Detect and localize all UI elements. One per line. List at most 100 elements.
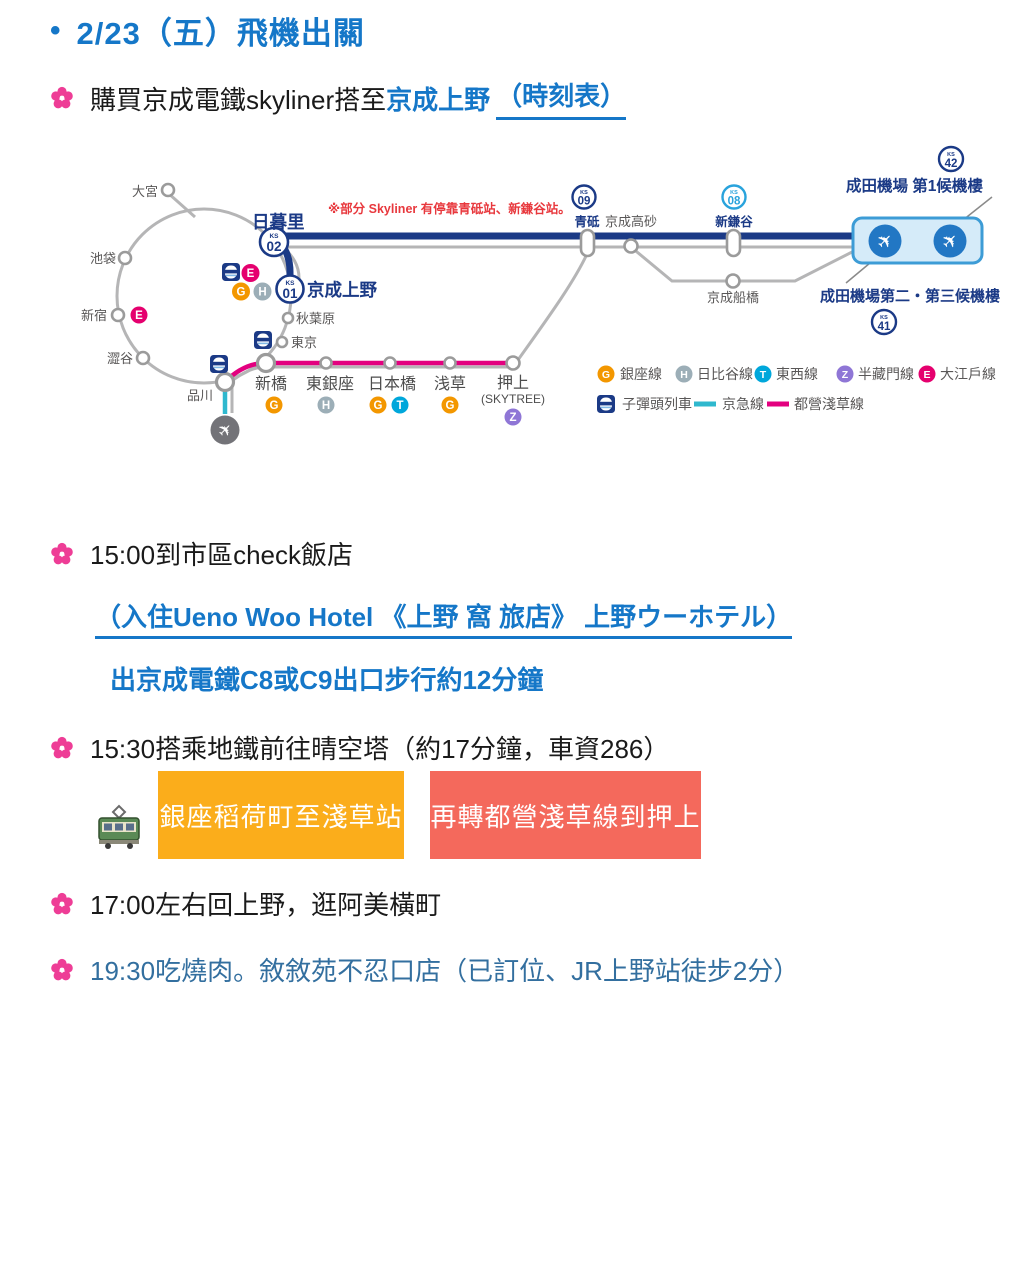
legend-label-keikyu: 京急線 [722, 396, 764, 412]
hotel-row: （入住Ueno Woo Hotel 《上野 窩 旅店》 上野ウーホテル） [95, 597, 793, 639]
station-aoto-marker [579, 228, 596, 258]
exit-note-text: 出京成電鐵C8或C9出口步行約12分鐘 [110, 665, 544, 695]
legend-oedo-badge: E [918, 365, 936, 383]
legend-hanzomon-badge: Z [836, 365, 854, 383]
station-oshiage-marker [505, 355, 521, 371]
station-label-narita-t1: 成田機場 第1候機樓 [846, 176, 983, 195]
svg-text:KS: KS [730, 190, 738, 196]
legend-label-hibiya: 日比谷線 [697, 366, 753, 382]
station-label-shinagawa: 品川 [187, 388, 213, 403]
station-label-oshiage: 押上 [497, 374, 529, 392]
ameyoko-text: 17:00左右回上野，逛阿美橫町 [90, 890, 442, 920]
ks02-badge: KS 02 [258, 226, 290, 258]
legend-tozai-badge: T [754, 365, 772, 383]
itinerary-item-ameyoko: 17:00左右回上野，逛阿美橫町 [50, 885, 441, 922]
svg-text:H: H [322, 400, 330, 412]
map-legend: G H T Z E 銀座線 日比谷線 東西線 半藏門線 大江戶線 子彈頭列車 京… [597, 365, 996, 413]
station-label-ikebukuro: 池袋 [90, 251, 116, 266]
svg-text:G: G [270, 400, 279, 412]
svg-text:KS: KS [880, 315, 888, 321]
svg-text:KS: KS [580, 190, 588, 196]
svg-text:KS: KS [285, 280, 295, 287]
transfer-step-1-box: 銀座稻荷町至淺草站 [158, 771, 404, 859]
narita-plane-icon: ✈ [868, 224, 902, 258]
legend-label-hanzomon: 半藏門線 [858, 366, 914, 382]
flower-bullet-icon [51, 542, 73, 564]
legend-label-tozai: 東西線 [776, 366, 818, 382]
station-shinagawa-marker [214, 371, 236, 393]
route-map: ✈ ✈ ✈ E G H E G H G [81, 145, 1000, 445]
svg-text:G: G [374, 400, 383, 412]
skytree-text: 15:30搭乘地鐵前往晴空塔（約17分鐘，車資286） [90, 734, 670, 764]
station-label-asakusa: 浅草 [434, 375, 466, 393]
timetable-link[interactable]: （時刻表） [496, 76, 627, 120]
oedo-line-badge: E [241, 264, 260, 282]
svg-text:G: G [237, 287, 246, 299]
station-label-akihabara: 秋葉原 [296, 311, 335, 326]
oedo-line-badge: E [130, 306, 148, 324]
station-label-shin-kamagaya: 新鎌谷 [715, 214, 753, 229]
skyliner-line [271, 232, 856, 285]
svg-text:T: T [760, 369, 767, 381]
dinner-text: 19:30吃燒肉。敘敘苑不忍口店（已訂位、JR上野站徒步2分） [90, 956, 800, 986]
svg-text:09: 09 [578, 196, 591, 208]
station-asakusa-marker [443, 356, 457, 370]
legend-shinkansen-icon [597, 395, 615, 413]
station-label-tokyo: 東京 [291, 335, 317, 350]
exit-note-row: 出京成電鐵C8或C9出口步行約12分鐘 [110, 660, 543, 697]
station-shinjuku-marker [110, 307, 126, 323]
hibiya-line-badge: H [253, 282, 272, 301]
skyliner-stop-note: ※部分 Skyliner 有停靠青砥站、新鎌谷站。 [328, 201, 571, 216]
narita-plane-icon: ✈ [933, 224, 967, 258]
itinerary-item-dinner: 19:30吃燒肉。敘敘苑不忍口店（已訂位、JR上野站徒步2分） [50, 951, 799, 988]
svg-text:42: 42 [945, 158, 958, 170]
ginza-line-badge: G [265, 396, 283, 414]
hotel-link[interactable]: （入住Ueno Woo Hotel 《上野 窩 旅店》 上野ウーホテル） [95, 602, 793, 639]
station-label-shimbashi: 新橋 [255, 375, 287, 393]
ks42-badge: KS 42 [937, 145, 965, 173]
keisei-ueno-link[interactable]: 京成上野 [386, 84, 491, 115]
station-label-skytree: (SKYTREE) [481, 392, 545, 406]
buy-skyliner-text: 購買京成電鐵skyliner搭至 [90, 84, 387, 115]
ginza-line-badge: G [232, 282, 250, 301]
svg-text:E: E [247, 268, 255, 280]
station-label-shibuya: 澀谷 [107, 351, 133, 366]
station-label-nippori: 日暮里 [252, 212, 305, 232]
svg-text:G: G [602, 369, 610, 381]
station-ikebukuro-marker [117, 250, 133, 266]
legend-label-toei-asakusa: 都營淺草線 [794, 396, 864, 412]
hibiya-line-badge: H [317, 396, 335, 414]
ks41-badge: KS 41 [870, 308, 898, 336]
tram-icon [98, 804, 140, 849]
station-label-funabashi: 京成船橋 [707, 290, 759, 305]
page-title: 2/23（五）飛機出關 [76, 16, 365, 51]
itinerary-item-buy-skyliner: 購買京成電鐵skyliner搭至 京成上野 （時刻表） [50, 76, 627, 120]
station-higashi-ginza-marker [319, 356, 333, 370]
station-shibuya-marker [135, 350, 151, 366]
transfer-step-2-text: 再轉都營淺草線到押上 [430, 801, 701, 832]
svg-text:H: H [680, 369, 688, 381]
station-omiya-marker [160, 182, 176, 198]
itinerary-item-checkin: 15:00到市區check飯店 [50, 535, 353, 572]
shinkansen-icon [222, 263, 240, 281]
legend-hibiya-badge: H [675, 365, 693, 383]
legend-ginza-badge: G [597, 365, 615, 383]
itinerary-item-skytree: 15:30搭乘地鐵前往晴空塔（約17分鐘，車資286） [50, 729, 669, 766]
svg-text:E: E [135, 310, 143, 322]
station-shimbashi-marker [255, 352, 277, 374]
legend-label-shinkansen: 子彈頭列車 [622, 396, 692, 412]
ginza-line-badge: G [369, 396, 387, 414]
flower-bullet-icon [51, 892, 73, 914]
station-akihabara-marker [281, 311, 295, 325]
flower-bullet-icon [51, 736, 73, 758]
flower-bullet-icon [51, 86, 73, 109]
station-label-nihombashi: 日本橋 [368, 375, 416, 393]
station-nihombashi-marker [383, 356, 397, 370]
svg-text:41: 41 [878, 321, 891, 333]
ks01-badge: KS 01 [275, 274, 305, 304]
station-label-narita-t23: 成田機場第二・第三候機樓 [820, 287, 1000, 305]
transfer-step-2-box: 再轉都營淺草線到押上 [430, 771, 701, 859]
narita-airport-box: ✈ ✈ [845, 196, 993, 284]
station-tokyo-marker [275, 335, 289, 349]
hanzomon-line-badge: Z [504, 408, 522, 426]
